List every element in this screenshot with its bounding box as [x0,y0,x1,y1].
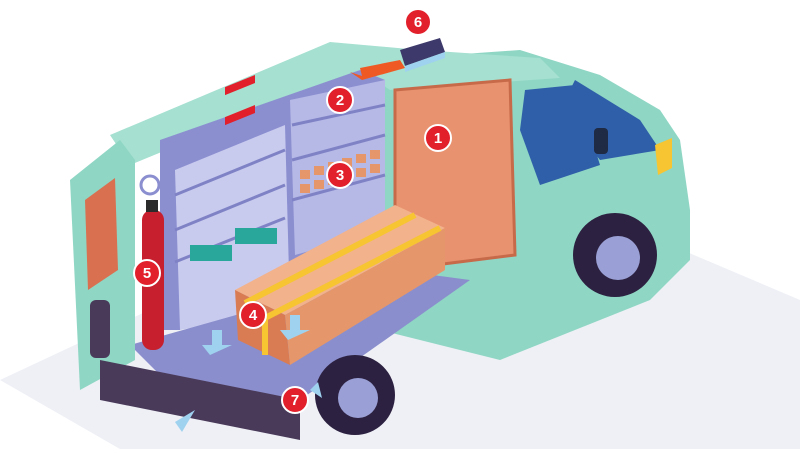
marker-circle [326,161,354,189]
rear-door-handle [90,300,110,358]
marker-label: 7 [291,392,299,409]
marker-circle [133,259,161,287]
marker-label: 1 [434,130,442,147]
roof-vent-icon [400,38,445,72]
headlight [655,138,672,175]
marker-4: 4 [239,301,267,329]
rear-wheel [315,355,395,435]
marker-5: 5 [133,259,161,287]
marker-circle [239,301,267,329]
marker-label: 4 [249,307,258,324]
marker-7: 7 [281,386,309,414]
cargo-boxes-side [285,228,445,365]
vent-arrow [350,60,405,80]
drawer [225,74,255,96]
marker-6: 6 [404,8,432,36]
cargo-strap [243,212,417,306]
marker-circle [326,86,354,114]
marker-2: 2 [326,86,354,114]
drawer [225,104,255,126]
marker-circle [424,124,452,152]
side-mirror [594,128,608,154]
toolbox [235,228,277,244]
markers-layer: 1 2 3 4 5 6 7 [133,8,452,414]
front-wheel [573,213,657,297]
rear-step [100,360,300,440]
cargo-strap [263,225,442,321]
airflow-arrow-icon [175,315,322,432]
cargo-boxes-top [235,205,445,315]
marker-label: 2 [336,92,344,109]
marker-3: 3 [326,161,354,189]
rear-door-panel [85,178,118,290]
marker-circle [404,8,432,36]
marker-label: 5 [143,265,151,282]
toolbox [190,245,232,261]
side-window [520,85,600,185]
marker-1: 1 [424,124,452,152]
marker-label: 6 [414,14,422,31]
marker-label: 3 [336,167,344,184]
marker-circle [281,386,309,414]
van-roof [110,42,560,165]
